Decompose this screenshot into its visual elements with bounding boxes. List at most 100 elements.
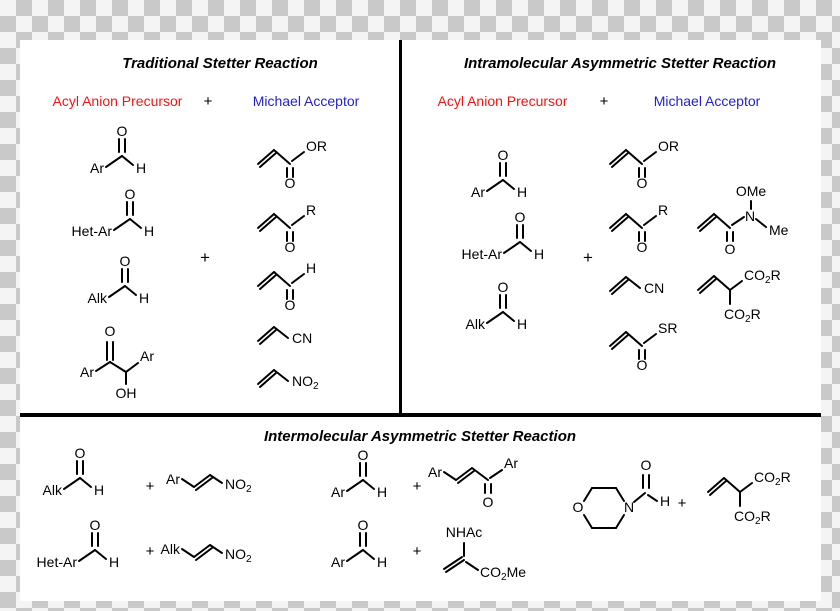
bonds	[697, 200, 767, 242]
atom-hydrogen: H	[306, 260, 316, 276]
atom-oxygen: O	[725, 241, 736, 257]
aryl-aldehyde: O Ar H	[90, 123, 146, 176]
atom-oxygen: O	[641, 457, 652, 473]
white-panel	[20, 40, 821, 601]
substituent-alk: Alk	[161, 541, 181, 557]
plus-sign: +	[145, 478, 155, 495]
atom-hydrogen: H	[109, 554, 119, 570]
plus-sign: +	[203, 93, 213, 110]
alkyl-aldehyde: O Alk H	[43, 445, 105, 498]
atom-hydrogen: H	[144, 223, 154, 239]
atom-oxygen: O	[90, 517, 101, 533]
atom-oxygen: O	[105, 323, 116, 339]
acrylonitrile: CN	[257, 326, 312, 346]
bonds	[609, 149, 657, 178]
acrylate-ester: O OR	[609, 138, 679, 191]
morpholine-formamide: O N O H	[573, 457, 670, 529]
substituent-alk: Alk	[88, 290, 108, 306]
plus-sign: +	[677, 495, 687, 512]
substituent-ar: Ar	[331, 554, 345, 570]
ester-group: CO2R	[734, 508, 771, 527]
ring-oxygen: O	[573, 499, 584, 515]
atom-oxygen: O	[285, 175, 296, 191]
bonds	[346, 532, 375, 562]
atom-oxygen: O	[125, 186, 136, 202]
atom-hydrogen: H	[660, 493, 670, 509]
substituent-alk: Alk	[466, 316, 486, 332]
bonds	[707, 477, 753, 507]
substituent-hetar: Het-Ar	[72, 223, 113, 239]
atom-hydrogen: H	[534, 246, 544, 262]
alkylidene-malonate: CO2R CO2R	[707, 469, 791, 527]
title-intermolecular: Intermolecular Asymmetric Stetter Reacti…	[263, 428, 577, 445]
bonds	[257, 326, 289, 345]
atom-oxygen: O	[637, 357, 648, 373]
label-acyl-anion-precursor: Acyl Anion Precursor	[437, 93, 568, 109]
bonds	[105, 138, 134, 168]
atom-hydrogen: H	[136, 160, 146, 176]
bonds	[78, 532, 107, 562]
plus-sign: +	[583, 248, 593, 267]
acetamido-group: NHAc	[446, 524, 483, 540]
atom-nitrogen: N	[745, 208, 755, 224]
substituent-alk: Alk	[43, 482, 63, 498]
ester-group: CO2R	[744, 267, 781, 286]
nitro-group: NO2	[292, 373, 319, 392]
atom-oxygen: O	[358, 447, 369, 463]
alkyl-aldehyde: O Alk H	[466, 279, 528, 332]
plus-sign: +	[200, 248, 210, 267]
bonds	[609, 331, 657, 360]
bonds	[486, 294, 515, 324]
bonds	[443, 542, 479, 573]
nitroethylene: NO2	[257, 369, 319, 392]
ring-nitrogen: N	[624, 499, 634, 515]
nitro-group: NO2	[225, 546, 252, 565]
substituent-r: R	[658, 202, 668, 218]
alkyl-nitroalkene: Alk NO2	[161, 541, 252, 565]
bonds	[609, 213, 657, 242]
atom-oxygen: O	[498, 279, 509, 295]
vinyl-ketone: O R	[257, 202, 316, 255]
chalcone: Ar O Ar	[428, 455, 518, 510]
plus-sign: +	[412, 543, 422, 560]
atom-hydrogen: H	[377, 484, 387, 500]
atom-oxygen: O	[285, 297, 296, 313]
title-traditional: Traditional Stetter Reaction	[122, 55, 318, 72]
substituent-or: OR	[306, 138, 327, 154]
methyl-group: Me	[769, 222, 789, 238]
bonds	[181, 544, 223, 561]
bonds	[697, 275, 743, 305]
label-michael-acceptor: Michael Acceptor	[252, 93, 360, 109]
hydroxyl-group: OH	[116, 385, 137, 401]
weinreb-acrylamide: O N OMe Me	[697, 183, 789, 257]
substituent-hetar: Het-Ar	[462, 246, 503, 262]
bonds	[257, 271, 305, 300]
bonds	[503, 224, 532, 254]
nitro-group: NO2	[225, 476, 252, 495]
heteroaryl-aldehyde: O Het-Ar H	[37, 517, 120, 570]
substituent-ar: Ar	[428, 464, 442, 480]
substituent-ar: Ar	[80, 364, 94, 380]
aryl-aldehyde: O Ar H	[331, 517, 387, 570]
substituent-ar: Ar	[90, 160, 104, 176]
substituent-or: OR	[658, 138, 679, 154]
substituent-ar: Ar	[166, 471, 180, 487]
bonds	[257, 213, 305, 242]
atom-oxygen: O	[637, 175, 648, 191]
atom-oxygen: O	[483, 494, 494, 510]
heteroaryl-aldehyde: O Het-Ar H	[72, 186, 155, 239]
ester-group: CO2R	[724, 306, 761, 325]
atom-hydrogen: H	[94, 482, 104, 498]
atom-hydrogen: H	[377, 554, 387, 570]
atom-oxygen: O	[285, 239, 296, 255]
acetamido-acrylate: NHAc CO2Me	[443, 524, 526, 583]
nitrile-group: CN	[644, 280, 664, 296]
bonds	[609, 276, 641, 295]
bonds	[95, 341, 139, 385]
atom-oxygen: O	[358, 517, 369, 533]
methoxy-group: OMe	[736, 183, 767, 199]
ester-group: CO2R	[754, 469, 791, 488]
alkylidene-malonate: CO2R CO2R	[697, 267, 781, 325]
atom-oxygen: O	[498, 147, 509, 163]
